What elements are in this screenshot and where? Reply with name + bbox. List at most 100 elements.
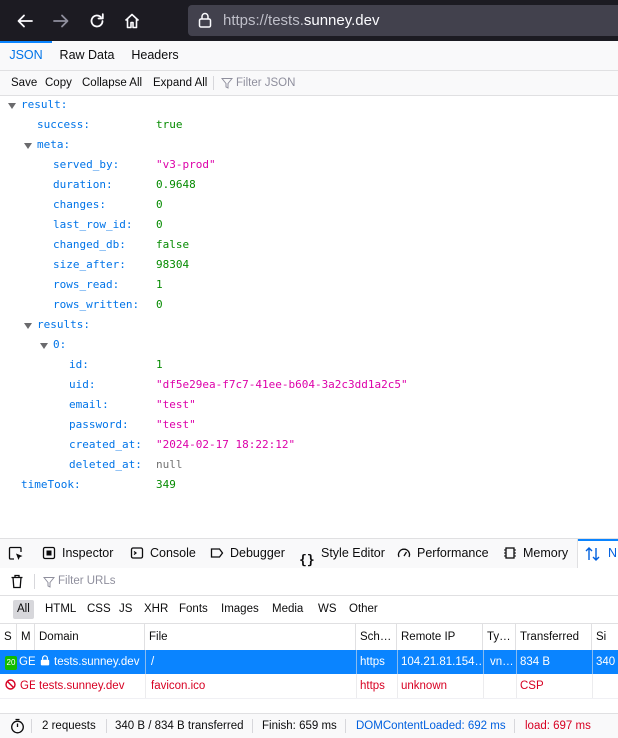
dom-content-loaded-time: DOMContentLoaded: 692 ms [356, 720, 506, 732]
expand-all-button[interactable]: Expand All [153, 77, 208, 89]
finish-time: Finish: 659 ms [262, 720, 337, 732]
tree-key-result[interactable]: result: [21, 95, 67, 115]
filter-css[interactable]: CSS [87, 603, 111, 615]
column-scheme[interactable]: Sch… [356, 624, 397, 650]
element-picker-icon[interactable] [8, 546, 24, 562]
key-created-at: created_at: [69, 438, 142, 451]
column-size[interactable]: Si [596, 631, 607, 643]
filter-all[interactable]: All [13, 600, 34, 619]
filter-fonts[interactable]: Fonts [179, 603, 208, 615]
tree-key-index-0[interactable]: 0: [53, 335, 66, 355]
status-divider [31, 719, 32, 733]
url-domain: sunney.dev [303, 12, 380, 29]
blocked-status [5, 674, 19, 698]
value-password: "test" [156, 418, 196, 431]
collapse-all-button[interactable]: Collapse All [82, 77, 143, 89]
filter-other[interactable]: Other [349, 603, 378, 615]
reload-button[interactable] [84, 8, 110, 34]
key-label: meta: [37, 138, 71, 151]
toolbar-divider [34, 574, 35, 589]
column-method[interactable]: M [17, 624, 35, 650]
expand-arrow-icon[interactable] [24, 323, 32, 329]
column-divider [356, 650, 357, 698]
status-divider [345, 719, 346, 733]
expand-arrow-icon[interactable] [40, 343, 48, 349]
value-rows-written: 0 [156, 298, 163, 311]
key-rows-read: rows_read: [53, 278, 120, 291]
expand-arrow-icon[interactable] [24, 143, 32, 149]
debugger-icon [210, 548, 224, 558]
back-button[interactable] [12, 8, 38, 34]
save-button[interactable]: Save [11, 77, 38, 89]
column-transferred[interactable]: Transferred [516, 624, 592, 650]
tab-console[interactable]: Console [130, 539, 196, 568]
filter-html[interactable]: HTML [45, 603, 77, 615]
key-rows-written: rows_written: [53, 298, 140, 311]
stopwatch-icon[interactable] [10, 718, 25, 734]
value-last-row-id: 0 [156, 218, 163, 231]
filter-urls-input[interactable]: Filter URLs [58, 575, 116, 587]
value-changed-db: false [156, 238, 190, 251]
column-type[interactable]: Ty… [483, 624, 516, 650]
arrow-left-icon [17, 14, 33, 28]
tab-style-editor[interactable]: {}Style Editor [299, 539, 385, 568]
network-status-bar: 2 requests 340 B / 834 B transferred Fin… [0, 713, 618, 738]
key-served-by: served_by: [53, 158, 120, 171]
expand-arrow-icon[interactable] [8, 103, 16, 109]
copy-button[interactable]: Copy [45, 77, 72, 89]
domain-cell: tests.sunney.dev [39, 680, 125, 692]
tree-key-results[interactable]: results: [37, 315, 90, 335]
size-cell [592, 674, 618, 698]
filter-images[interactable]: Images [221, 603, 259, 615]
column-status[interactable]: S [0, 624, 17, 650]
filter-js[interactable]: JS [119, 603, 133, 615]
forward-button[interactable] [48, 8, 74, 34]
key-label: success: [37, 118, 90, 131]
value-duration: 0.9648 [156, 178, 196, 191]
tree-key-meta[interactable]: meta: [37, 135, 70, 155]
tree-row-success[interactable]: success: [37, 115, 90, 135]
size-cell: 340 [596, 656, 616, 668]
tab-network[interactable]: N [577, 539, 618, 568]
status-code: 20 [5, 656, 17, 670]
value-created-at: "2024-02-17 18:22:12" [156, 438, 296, 451]
toolbar-divider [213, 76, 214, 90]
table-row[interactable]: GE tests.sunney.dev favicon.ico https un… [0, 674, 618, 699]
url-bar[interactable]: https://tests.sunney.dev [188, 5, 618, 36]
filter-xhr[interactable]: XHR [144, 603, 169, 615]
devtools-tabbar: Inspector Console Debugger {}Style Edito… [0, 538, 618, 569]
table-row[interactable]: 20 GE tests.sunney.dev / https 104.21.81… [0, 650, 618, 674]
key-password: password: [69, 418, 129, 431]
filter-media[interactable]: Media [272, 603, 304, 615]
tab-json[interactable]: JSON [0, 41, 52, 70]
file-cell: / [151, 656, 155, 668]
tab-raw-data[interactable]: Raw Data [59, 48, 115, 62]
value-success: true [156, 118, 183, 131]
tab-memory[interactable]: Memory [503, 539, 568, 568]
home-icon [124, 13, 140, 29]
filter-json-input[interactable]: Filter JSON [236, 77, 296, 89]
column-domain[interactable]: Domain [35, 624, 145, 650]
column-file[interactable]: File [145, 624, 356, 650]
tab-label: Debugger [230, 546, 285, 560]
filter-ws[interactable]: WS [318, 603, 337, 615]
trash-icon[interactable] [10, 574, 24, 589]
filter-icon [221, 78, 233, 89]
value-rows-read: 1 [156, 278, 163, 291]
tab-label: N [608, 546, 618, 560]
tab-headers[interactable]: Headers [131, 48, 179, 62]
key-last-row-id: last_row_id: [53, 218, 133, 231]
key-label: results: [37, 318, 90, 331]
tab-debugger[interactable]: Debugger [210, 539, 285, 568]
home-button[interactable] [119, 8, 145, 34]
transferred-cell: CSP [520, 680, 544, 692]
status-badge: 20 [5, 650, 19, 674]
blocked-icon [5, 679, 16, 690]
domain-text: tests.sunney.dev [54, 656, 140, 668]
tab-label: Style Editor [321, 546, 385, 560]
column-divider [592, 650, 593, 698]
tab-performance[interactable]: Performance [397, 539, 489, 568]
column-remote-ip[interactable]: Remote IP [397, 624, 483, 650]
tab-inspector[interactable]: Inspector [42, 539, 113, 568]
key-id: id: [69, 358, 89, 371]
